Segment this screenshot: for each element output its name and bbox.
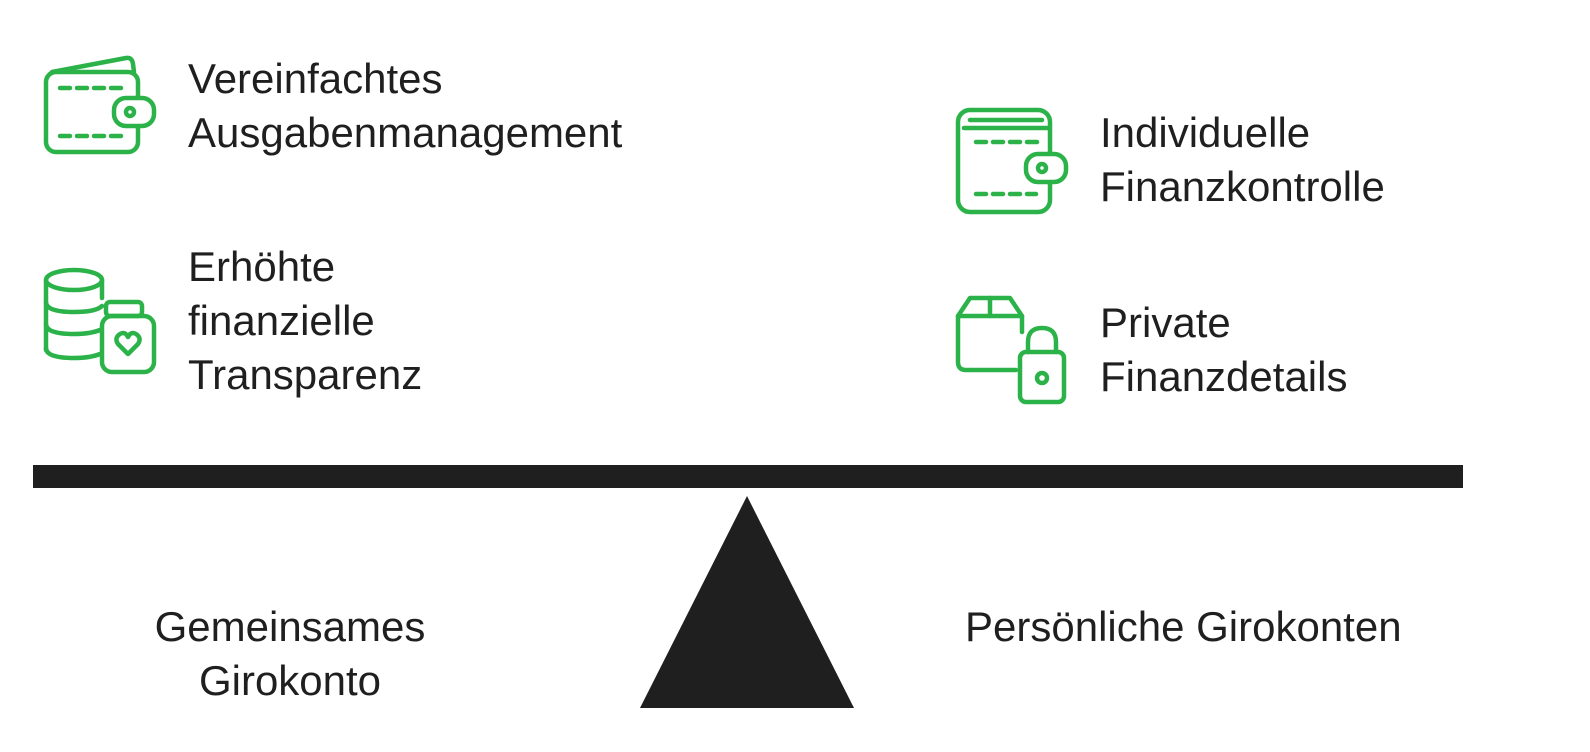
wallet-cards-icon	[955, 107, 1072, 220]
side-label-joint-account: Gemeinsames Girokonto	[154, 603, 426, 704]
locked-box-icon	[955, 295, 1072, 408]
right-item-label: Private Finanzdetails	[1100, 299, 1348, 400]
right-item-label: Individuelle Finanzkontrolle	[1100, 109, 1385, 210]
fulcrum-triangle	[640, 496, 854, 708]
coins-savings-icon	[43, 267, 160, 380]
left-item-label: Vereinfachtes Ausgabenmanagement	[188, 55, 623, 156]
wallet-icon	[43, 54, 160, 166]
side-label-personal-accounts: Persönliche Girokonten	[965, 603, 1402, 650]
seesaw-beam	[33, 465, 1463, 488]
left-item-label: Erhöhte finanzielle Transparenz	[188, 243, 423, 398]
